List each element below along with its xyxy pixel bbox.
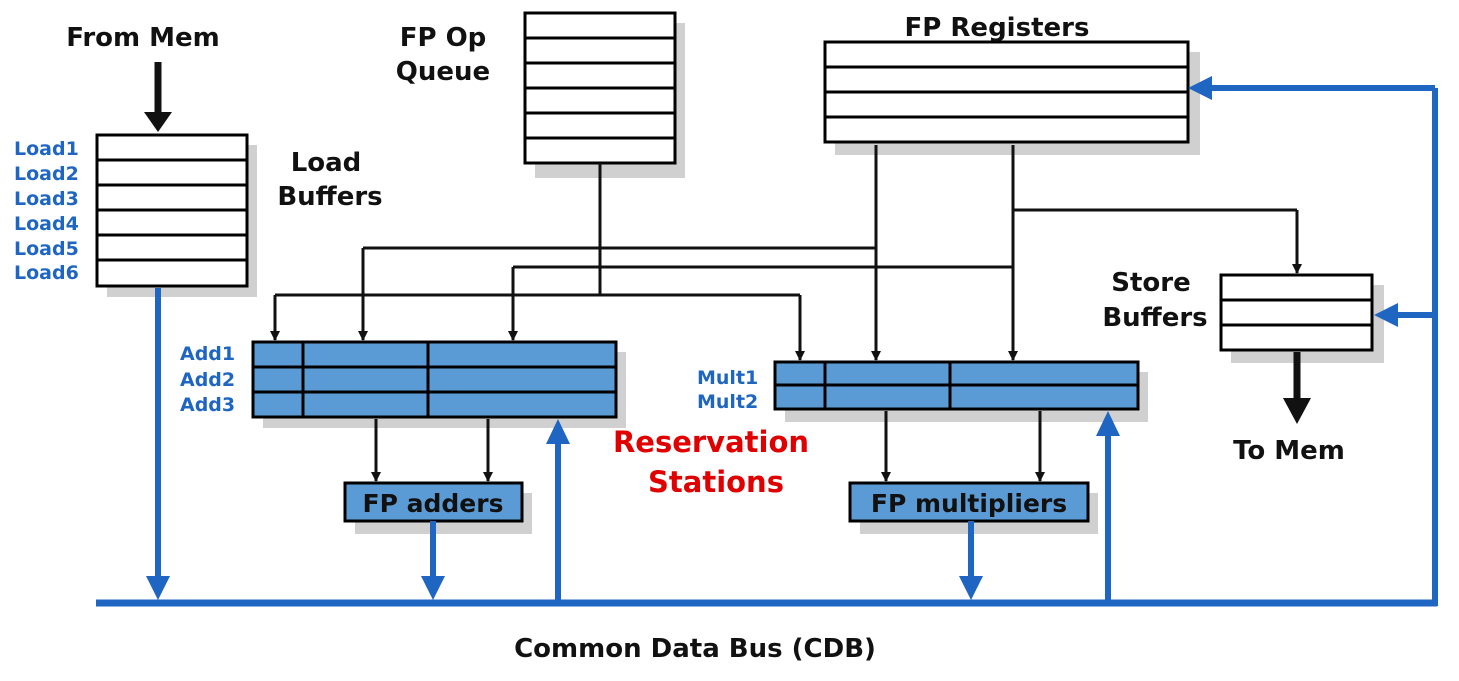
from-mem-label: From Mem [66,23,220,53]
black-data-paths [154,62,1302,482]
add-reservation-stations [251,340,618,419]
add-station-label: Add2 [180,369,235,391]
add-station-label: Add1 [180,343,235,365]
add-station-label: Add3 [180,394,235,416]
load-buffer-label: Load5 [14,238,79,260]
add-station-labels: Add1 Add2 Add3 [180,343,235,416]
store-buffers-label-1: Store [1111,268,1190,298]
fp-op-queue-label-1: FP Op [400,23,487,53]
fp-adders-unit [343,481,524,523]
load-buffer-label: Load4 [14,213,79,235]
cdb-label: Common Data Bus (CDB) [514,634,876,664]
reservation-stations-label-1: Reservation [613,425,809,459]
fp-registers [823,40,1190,144]
mult-station-labels: Mult1 Mult2 [697,367,758,413]
fp-multipliers-unit [848,481,1090,523]
store-buffers [1219,273,1374,352]
cdb-arrowheads [146,76,1398,600]
load-buffer-labels: Load1 Load2 Load3 Load4 Load5 Load6 [14,138,79,284]
load-buffers-label-2: Buffers [277,182,382,212]
to-mem-arrowhead [1283,398,1311,424]
load-buffer-label: Load6 [14,262,79,284]
mult-reservation-stations [773,360,1140,411]
fp-op-queue-label-2: Queue [396,57,490,87]
to-mem-label: To Mem [1233,436,1345,466]
fp-adders-label: FP adders [363,489,504,518]
load-buffer-label: Load1 [14,138,79,160]
mult-station-label: Mult2 [697,391,758,413]
common-data-bus-paths [96,85,1438,607]
mult-station-label: Mult1 [697,367,758,389]
load-buffer-label: Load2 [14,163,79,185]
load-buffer-label: Load3 [14,188,79,210]
fp-multipliers-label: FP multipliers [871,489,1067,518]
store-buffers-label-2: Buffers [1102,303,1207,333]
reservation-stations-label-2: Stations [648,465,784,499]
load-buffers [95,133,249,288]
from-mem-arrowhead [144,112,172,132]
fp-registers-label: FP Registers [905,13,1090,43]
load-buffers-label-1: Load [291,148,362,178]
fp-op-queue [523,11,677,165]
